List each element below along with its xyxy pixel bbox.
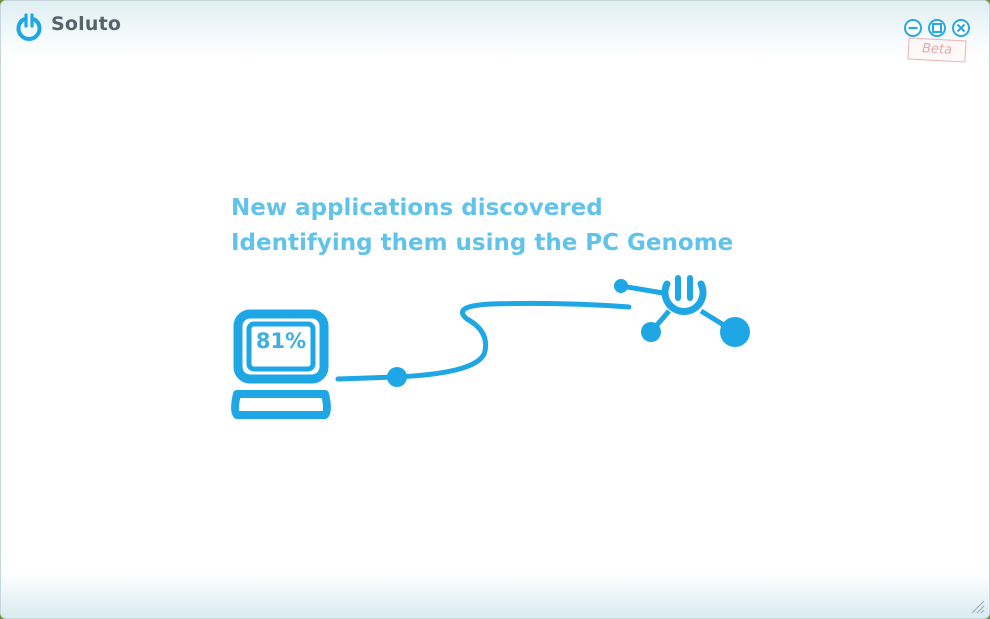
cable-node [387, 367, 407, 387]
status-line-1: New applications discovered [231, 195, 603, 221]
app-title: Soluto [51, 13, 122, 35]
soluto-power-icon [16, 13, 42, 41]
close-button[interactable] [951, 18, 971, 38]
progress-percent: 81% [255, 329, 307, 353]
status-message: New applications discovered Identifying … [231, 191, 733, 261]
genome-network-icon [614, 275, 750, 347]
resize-grip-icon[interactable] [969, 598, 985, 614]
maximize-button[interactable] [927, 18, 947, 38]
footer-bar [1, 572, 989, 618]
minimize-button[interactable] [903, 18, 923, 38]
computer-icon [231, 309, 331, 419]
title-bar[interactable]: Soluto Beta [1, 1, 989, 63]
status-line-2: Identifying them using the PC Genome [231, 230, 734, 256]
connection-cable [335, 300, 632, 382]
